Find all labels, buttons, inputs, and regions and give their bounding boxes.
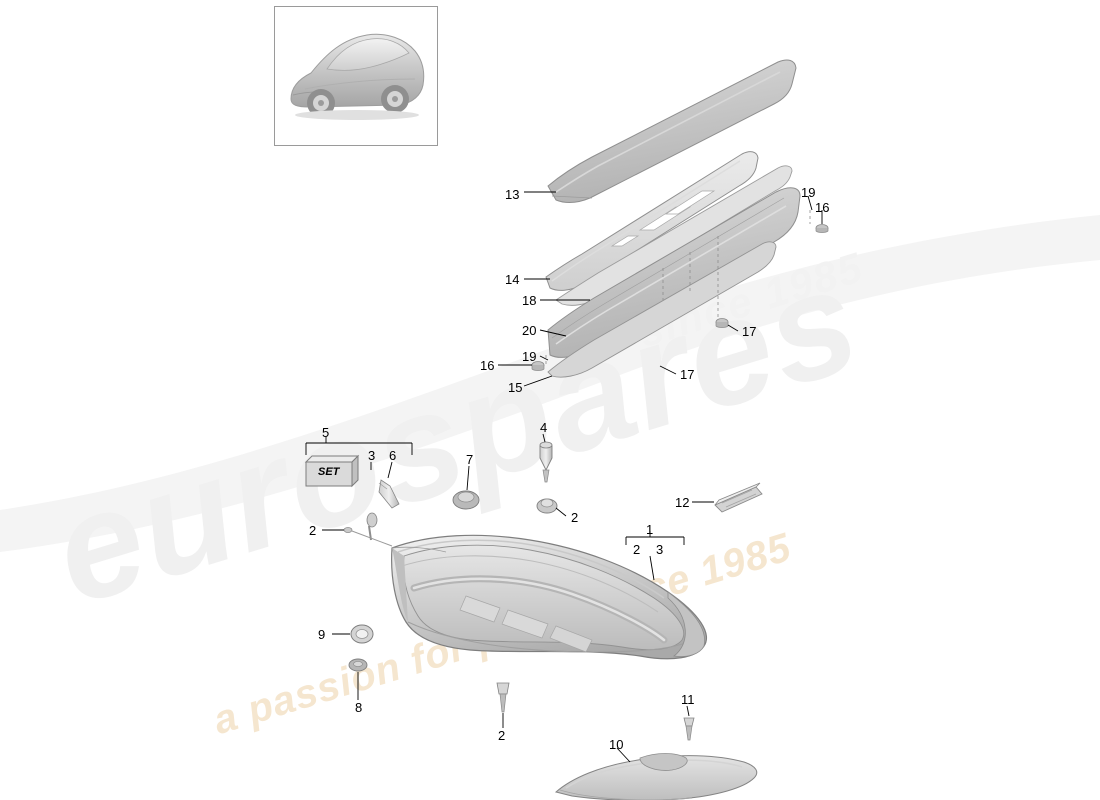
vehicle-thumbnail-frame [274, 6, 438, 146]
callout-2-assembly: 2 [633, 542, 641, 557]
part-13-upper-spoiler-panel [547, 59, 797, 203]
callout-3: 3 [368, 448, 376, 463]
callout-17-right: 17 [742, 324, 757, 339]
callout-20: 20 [522, 323, 537, 338]
callout-6: 6 [389, 448, 397, 463]
part-15-spoiler-seal [547, 241, 777, 378]
callout-3-assembly: 3 [656, 542, 664, 557]
callout-2-left: 2 [309, 523, 317, 538]
part-14-spoiler-support-bracket [545, 151, 759, 291]
part-7-grommet [452, 490, 480, 510]
car-silhouette-icon [290, 33, 425, 120]
callout-2-bottom: 2 [498, 728, 506, 743]
callout-16-upper: 16 [815, 200, 830, 215]
part-17-clip-right [715, 318, 729, 328]
callout-9: 9 [318, 627, 326, 642]
callout-4: 4 [540, 420, 548, 435]
part-2-screw-left [343, 512, 393, 547]
part-2-screw-bottom [496, 682, 510, 713]
set-box-label: SET [318, 466, 340, 478]
part-1-tail-light-assembly [391, 534, 707, 660]
callout-19-lower: 19 [522, 349, 537, 364]
part-2-screw-right [536, 498, 558, 514]
callout-16-lower: 16 [480, 358, 495, 373]
callout-18: 18 [522, 293, 537, 308]
part-8-seal-ring [348, 658, 368, 672]
callout-10: 10 [609, 737, 624, 752]
part-5-bulb-set-box [304, 454, 360, 488]
part-4-bulb-holder [539, 441, 553, 483]
leader-lines [305, 191, 823, 763]
part-11-reflector-screw [683, 717, 695, 741]
callout-2-holder: 2 [571, 510, 579, 525]
callout-11: 11 [681, 692, 695, 707]
callout-12: 12 [675, 495, 690, 510]
callout-13: 13 [505, 187, 520, 202]
callout-14: 14 [505, 272, 520, 287]
part-10-rear-reflector [554, 753, 758, 800]
callout-8: 8 [355, 700, 363, 715]
callout-15: 15 [508, 380, 523, 395]
part-12-connector-bracket [714, 482, 763, 513]
callout-7: 7 [466, 452, 474, 467]
part-6-long-screw [378, 479, 400, 509]
assembly-dashed-lines [545, 210, 811, 366]
callout-5: 5 [322, 425, 330, 440]
part-9-ring-nut [350, 624, 374, 644]
part-16-nut-upper [815, 224, 829, 233]
callout-17-lower: 17 [680, 367, 695, 382]
callout-19-upper: 19 [801, 185, 816, 200]
callout-1: 1 [646, 522, 654, 537]
